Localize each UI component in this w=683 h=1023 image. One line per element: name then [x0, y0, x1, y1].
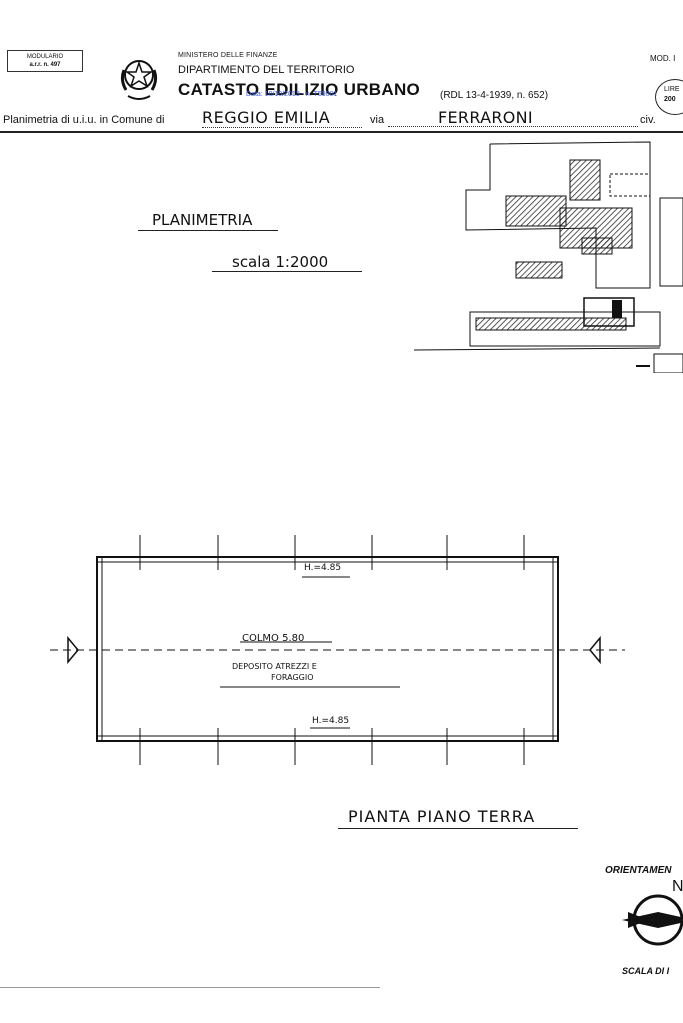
height-top-label: H.=4.85: [304, 563, 342, 573]
civ-label: civ.: [640, 114, 656, 126]
site-plan-map: [413, 141, 683, 373]
north-label: N: [672, 878, 683, 895]
footer-divider: [0, 987, 380, 988]
comune-value: REGGIO EMILIA: [202, 108, 362, 128]
ground-floor-plan: [50, 535, 625, 765]
via-label: via: [370, 114, 385, 126]
colmo-label: COLMO 5.80: [242, 633, 305, 644]
scala-di-label: SCALA DI I: [622, 966, 670, 976]
orientation-label: ORIENTAMEN: [605, 865, 672, 876]
location-line: Planimetria di u.i.u. in Comune di: [3, 114, 164, 126]
planimetria-underline: [138, 230, 278, 231]
location-prefix: Planimetria di u.i.u. in Comune di: [3, 114, 165, 126]
modulario-label: MODULARIO: [26, 54, 64, 60]
scale-label: scala 1:2000: [232, 253, 329, 271]
pianta-underline: [338, 828, 578, 829]
watermark-text: Data: 10/10/2013 - n. T59001: [246, 91, 338, 98]
catasto-title: CATASTO EDILIZIO URBANO: [178, 80, 421, 99]
section-arrow-left-icon: [67, 635, 79, 665]
lire-label: LIRE: [664, 86, 680, 93]
section-arrow-right-icon: [589, 635, 601, 665]
via-value: FERRARONI: [438, 108, 533, 127]
modulario-number: a.r.r. n. 497: [29, 62, 61, 68]
modulario-box: MODULARIO a.r.r. n. 497: [7, 50, 83, 72]
height-bottom-label: H.=4.85: [312, 716, 350, 726]
planimetria-title: PLANIMETRIA: [152, 211, 253, 229]
dipartimento-label: DIPARTIMENTO DEL TERRITORIO: [178, 64, 355, 76]
via-dotted-line: [388, 126, 638, 127]
deposito-line1: DEPOSITO ATREZZI E: [232, 662, 317, 671]
scale-underline: [212, 271, 362, 272]
deposito-line2: FORAGGIO: [271, 673, 314, 682]
ministero-label: MINISTERO DELLE FINANZE: [178, 52, 278, 59]
pianta-title: PIANTA PIANO TERRA: [348, 807, 536, 826]
rdl-reference: (RDL 13-4-1939, n. 652): [440, 90, 549, 101]
header-divider: [0, 131, 683, 133]
lire-stamp: LIRE 200: [655, 79, 683, 115]
compass-icon: [622, 894, 683, 946]
lire-value: 200: [664, 96, 676, 103]
mod-label: MOD. I: [650, 54, 676, 63]
republic-emblem-icon: [120, 60, 158, 100]
